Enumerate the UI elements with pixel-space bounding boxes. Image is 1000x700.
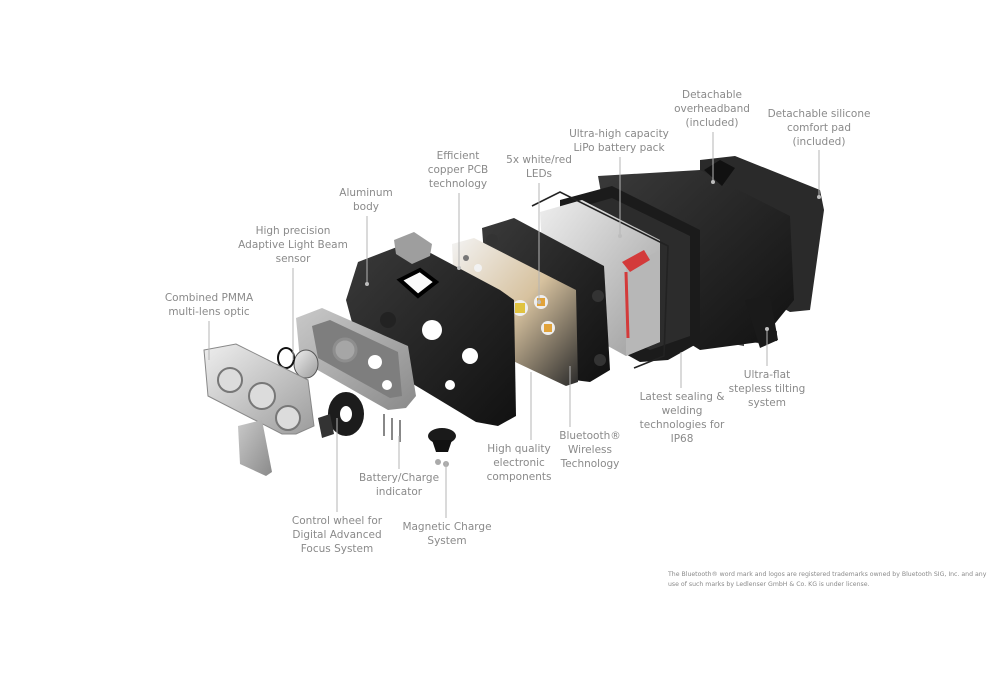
control-wheel [318,392,364,438]
label-leds: 5x white/red LEDs [506,154,572,180]
label-bluetooth: Bluetooth® Wireless Technology [559,430,621,470]
label-comfort-pad: Detachable silicone comfort pad (include… [767,108,871,148]
label-sealing: Latest sealing & welding technologies fo… [639,391,725,445]
label-high-quality-components: High quality electronic components [486,443,552,483]
label-magnetic-charge: Magnetic Charge System [402,521,492,547]
label-optic: Combined PMMA multi-lens optic [164,292,254,318]
charge-indicator-pins [383,414,401,442]
label-overheadband: Detachable overheadband (included) [674,89,750,129]
label-pcb: Efficient copper PCB technology [427,150,489,190]
leader-lines [208,132,820,518]
label-light-sensor: High precision Adaptive Light Beam senso… [238,225,348,265]
label-tilting: Ultra-flat stepless tilting system [728,369,806,409]
magnetic-charge-connector [428,428,456,467]
label-battery-pack: Ultra-high capacity LiPo battery pack [569,128,669,154]
pmma-multi-lens-optic [203,343,315,435]
front-cover-flap [238,420,272,476]
light-frame-gasket [296,308,416,410]
bluetooth-trademark-disclaimer: The Bluetooth® word mark and logos are r… [668,571,987,588]
label-control-wheel: Control wheel for Digital Advanced Focus… [291,515,383,555]
aluminum-body [346,232,516,426]
leader-dots [365,180,821,331]
label-charge-indicator: Battery/Charge indicator [358,472,440,498]
adaptive-light-sensor [277,347,319,379]
label-aluminum-body: Aluminum body [339,187,393,213]
